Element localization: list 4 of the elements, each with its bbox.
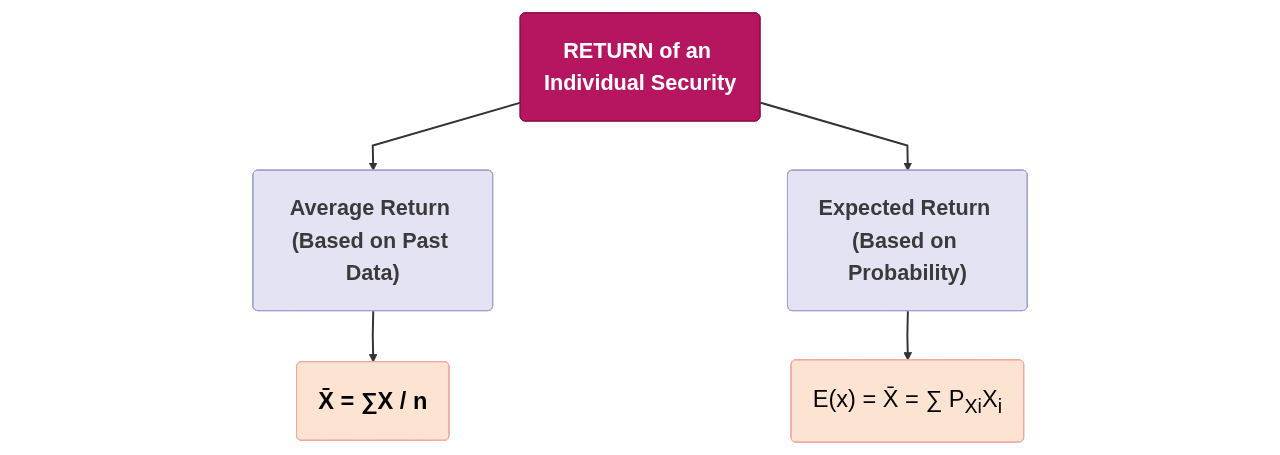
- arrow: [368, 101, 522, 171]
- arrow: [368, 310, 378, 363]
- arrow: [903, 310, 912, 361]
- arrow: [759, 101, 912, 171]
